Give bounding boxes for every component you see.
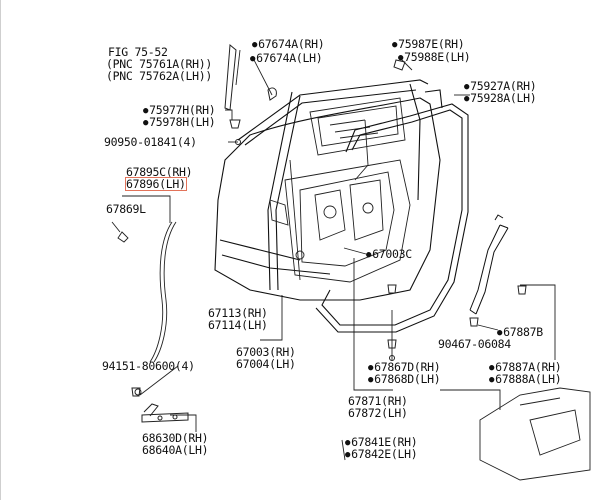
weatherstrip — [315, 89, 469, 333]
label-pnc-rh: (PNC 75761A(RH)) — [106, 57, 212, 71]
label-67113-rh[interactable]: 67113(RH) — [208, 306, 268, 320]
label-75977h-rh[interactable]: 75977H(RH) — [143, 104, 216, 118]
label-67842e-lh[interactable]: 67842E(LH) — [345, 448, 418, 462]
door-check — [141, 403, 189, 423]
label-67895c-rh[interactable]: 67895C(RH) — [126, 165, 193, 179]
label-75987e-rh-cut: 75987E(RH) — [392, 38, 465, 52]
door-cable — [117, 221, 177, 363]
label-68640a-lh[interactable]: 68640A(LH) — [142, 443, 209, 457]
label-67114-lh[interactable]: 67114(LH) — [208, 318, 268, 332]
label-75988e-lh[interactable]: 75988E(LH) — [398, 51, 471, 65]
leader-lines — [111, 49, 556, 461]
hole-plug — [134, 388, 142, 396]
label-67872-lh[interactable]: 67872(LH) — [348, 406, 408, 420]
label-90467-06084[interactable]: 90467-06084 — [438, 337, 511, 351]
label-94151-80600[interactable]: 94151-80600(4) — [102, 359, 195, 373]
lower-trim — [479, 387, 591, 481]
label-75927a-rh[interactable]: 75927A(RH) — [464, 80, 537, 94]
label-67674a-rh-cut: 67674A(RH) — [252, 38, 325, 52]
left-frame-border — [0, 0, 1, 500]
label-90950-01841[interactable]: 90950-01841(4) — [104, 135, 197, 149]
label-fig-ref[interactable]: FIG 75-52 — [108, 45, 168, 59]
label-67841e-rh[interactable]: 67841E(RH) — [345, 436, 418, 450]
clip-parts — [131, 284, 527, 397]
label-67003-rh[interactable]: 67003(RH) — [236, 345, 296, 359]
quarter-seal — [469, 214, 509, 315]
label-67869l[interactable]: 67869L — [106, 202, 146, 216]
label-67004-lh[interactable]: 67004(LH) — [236, 357, 296, 371]
label-75928a-lh[interactable]: 75928A(LH) — [464, 92, 537, 106]
inner-frame — [269, 97, 411, 283]
label-67871-rh[interactable]: 67871(RH) — [348, 394, 408, 408]
label-75978h-lh[interactable]: 75978H(LH) — [143, 116, 216, 130]
label-68630d-rh[interactable]: 68630D(RH) — [142, 431, 209, 445]
label-67888a-lh[interactable]: 67888A(LH) — [489, 373, 562, 387]
label-67867d-rh[interactable]: 67867D(RH) — [368, 361, 441, 375]
label-67887a-rh[interactable]: 67887A(RH) — [489, 361, 562, 375]
label-67003c[interactable]: 67003C — [366, 248, 412, 262]
label-67896-lh-highlighted[interactable]: 67896(LH) — [125, 177, 187, 191]
label-67674a-lh[interactable]: 67674A(LH) — [250, 52, 323, 66]
label-67868d-lh[interactable]: 67868D(LH) — [368, 373, 441, 387]
label-pnc-lh: (PNC 75762A(LH)) — [106, 69, 212, 83]
label-67887b[interactable]: 67887B — [497, 326, 543, 340]
